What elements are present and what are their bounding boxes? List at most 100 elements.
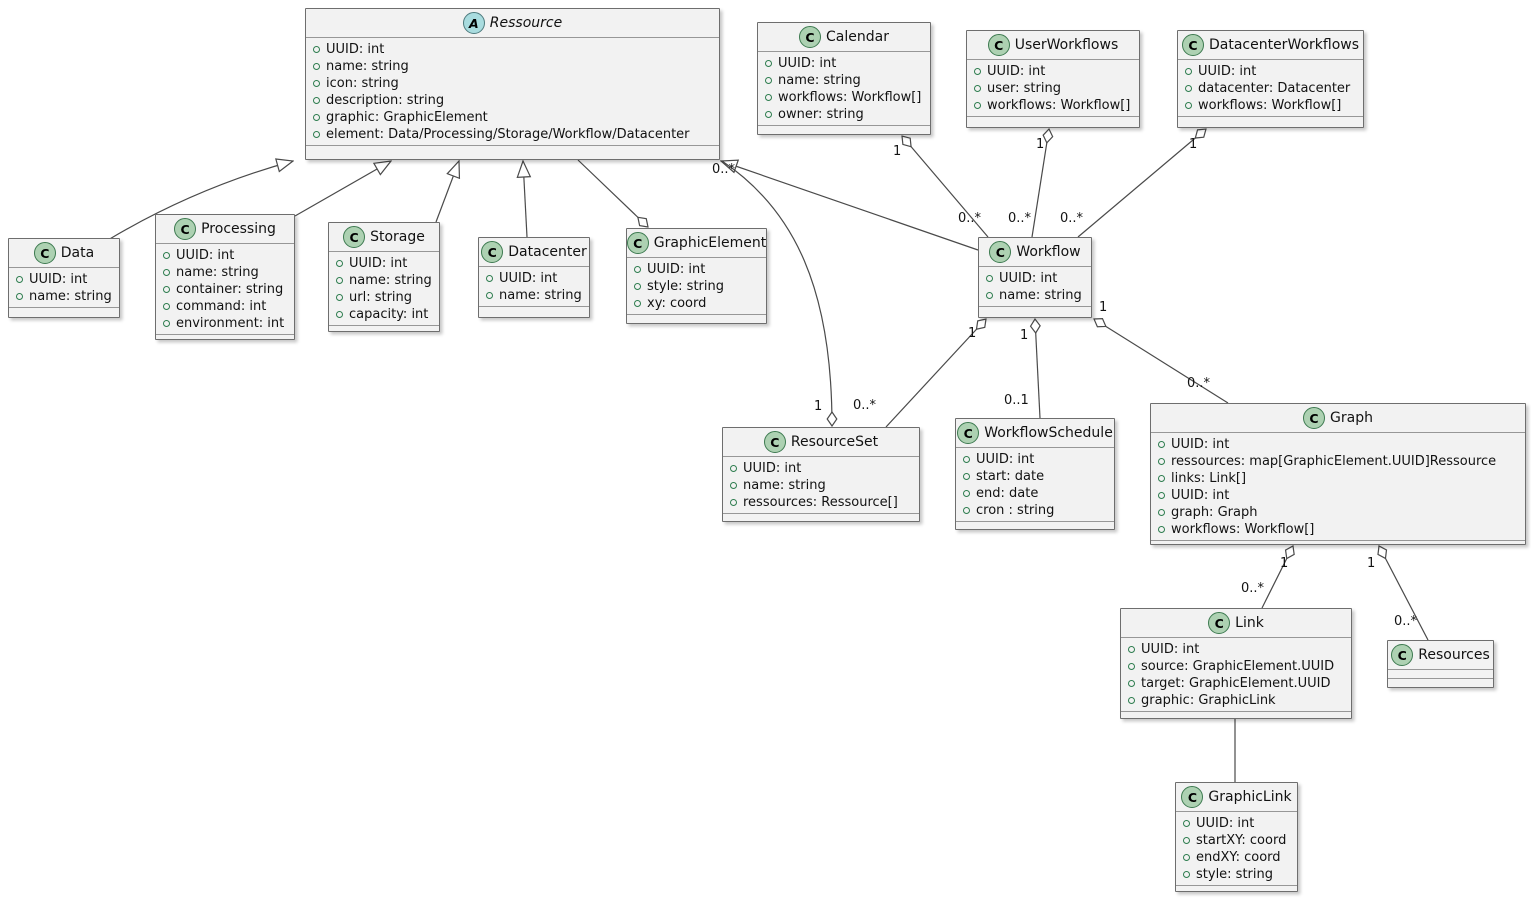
field-row: url: string <box>329 289 439 306</box>
class-link-header: C Link <box>1121 609 1351 638</box>
field-row: UUID: int <box>1151 436 1525 453</box>
field-row: UUID: int <box>9 271 119 288</box>
class-title: Workflow <box>1016 244 1081 260</box>
field-visibility-icon <box>963 473 970 480</box>
fields-compartment <box>1388 670 1493 678</box>
class-datacenterworkflows: C DatacenterWorkflows UUID: int datacent… <box>1177 30 1364 128</box>
field-text: UUID: int <box>349 256 408 271</box>
edge-storage-extends-ressource <box>435 161 459 223</box>
multiplicity-label: 1 <box>893 144 902 159</box>
field-visibility-icon <box>486 275 493 282</box>
field-text: cron : string <box>976 503 1055 518</box>
methods-compartment <box>967 116 1139 127</box>
class-userworkflows-header: C UserWorkflows <box>967 31 1139 60</box>
class-icon: C <box>799 26 822 48</box>
field-text: name: string <box>499 288 582 303</box>
field-text: UUID: int <box>29 272 88 287</box>
methods-compartment <box>306 145 719 159</box>
field-visibility-icon <box>765 60 772 67</box>
class-resourceset-header: C ResourceSet <box>723 428 919 457</box>
class-data-header: C Data <box>9 239 119 268</box>
field-visibility-icon <box>765 111 772 118</box>
edge-userworkflows-workflow <box>1031 129 1049 238</box>
field-visibility-icon <box>1158 441 1165 448</box>
edge-datacenterworkflows-workflow <box>1077 129 1206 238</box>
field-text: UUID: int <box>647 262 706 277</box>
class-title: GraphicLink <box>1208 789 1292 805</box>
class-title: Data <box>60 245 95 261</box>
field-text: name: string <box>326 59 409 74</box>
multiplicity-label: 1 <box>1189 137 1198 152</box>
field-row: UUID: int <box>979 270 1091 287</box>
field-text: UUID: int <box>976 452 1035 467</box>
class-title: UserWorkflows <box>1014 37 1119 53</box>
field-text: UUID: int <box>999 271 1058 286</box>
field-row: owner: string <box>758 106 930 123</box>
field-text: workflows: Workflow[] <box>778 90 922 105</box>
field-visibility-icon <box>336 311 343 318</box>
class-link: C Link UUID: int source: GraphicElement.… <box>1120 608 1352 719</box>
field-row: capacity: int <box>329 306 439 323</box>
field-row: name: string <box>479 287 589 304</box>
field-text: links: Link[] <box>1171 471 1247 486</box>
multiplicity-label: 0..* <box>1394 614 1418 629</box>
methods-compartment <box>1178 116 1363 127</box>
field-row: links: Link[] <box>1151 470 1525 487</box>
field-text: element: Data/Processing/Storage/Workflo… <box>326 127 690 142</box>
field-visibility-icon <box>986 275 993 282</box>
class-datacenter: C Datacenter UUID: int name: string <box>478 237 590 318</box>
field-row: UUID: int <box>1121 641 1351 658</box>
field-text: UUID: int <box>176 248 235 263</box>
field-visibility-icon <box>1158 492 1165 499</box>
field-visibility-icon <box>974 85 981 92</box>
field-visibility-icon <box>313 46 320 53</box>
edge-workflow-workflowschedule <box>1035 319 1040 419</box>
field-row: workflows: Workflow[] <box>967 97 1139 114</box>
field-visibility-icon <box>486 292 493 299</box>
class-datacenterworkflows-header: C DatacenterWorkflows <box>1178 31 1363 60</box>
field-text: workflows: Workflow[] <box>1171 522 1315 537</box>
class-userworkflows: C UserWorkflows UUID: int user: string w… <box>966 30 1140 128</box>
class-datacenter-header: C Datacenter <box>479 238 589 267</box>
field-row: description: string <box>306 92 719 109</box>
field-visibility-icon <box>634 283 641 290</box>
class-icon: C <box>626 232 649 254</box>
field-row: environment: int <box>156 315 294 332</box>
field-row: source: GraphicElement.UUID <box>1121 658 1351 675</box>
field-text: UUID: int <box>1198 64 1257 79</box>
field-row: xy: coord <box>627 295 766 312</box>
class-graph-header: C Graph <box>1151 404 1525 433</box>
methods-compartment <box>329 325 439 331</box>
multiplicity-label: 0..* <box>853 398 877 413</box>
field-row: ressources: Ressource[] <box>723 494 919 511</box>
field-text: name: string <box>999 288 1082 303</box>
field-row: UUID: int <box>723 460 919 477</box>
field-text: workflows: Workflow[] <box>987 98 1131 113</box>
field-visibility-icon <box>986 292 993 299</box>
field-text: name: string <box>349 273 432 288</box>
field-row: icon: string <box>306 75 719 92</box>
field-visibility-icon <box>313 114 320 121</box>
edge-processing-extends-ressource <box>294 161 391 217</box>
methods-compartment <box>479 306 589 317</box>
field-row: name: string <box>329 272 439 289</box>
field-text: owner: string <box>778 107 864 122</box>
class-icon: C <box>957 422 980 444</box>
class-title: Storage <box>370 229 425 245</box>
field-visibility-icon <box>16 276 23 283</box>
class-title: Link <box>1235 615 1264 631</box>
field-row: end: date <box>956 485 1114 502</box>
class-graphicelement: C GraphicElement UUID: int style: string… <box>626 228 767 324</box>
field-row: UUID: int <box>1176 815 1297 832</box>
field-text: name: string <box>176 265 259 280</box>
field-text: icon: string <box>326 76 399 91</box>
field-text: UUID: int <box>1141 642 1200 657</box>
class-icon: C <box>343 226 366 248</box>
multiplicity-label: 0..* <box>1241 581 1265 596</box>
multiplicity-label: 1 <box>814 399 823 414</box>
field-text: environment: int <box>176 316 285 331</box>
field-visibility-icon <box>1183 820 1190 827</box>
class-processing: C Processing UUID: int name: string cont… <box>155 214 295 340</box>
field-row: name: string <box>156 264 294 281</box>
methods-compartment <box>956 521 1114 529</box>
